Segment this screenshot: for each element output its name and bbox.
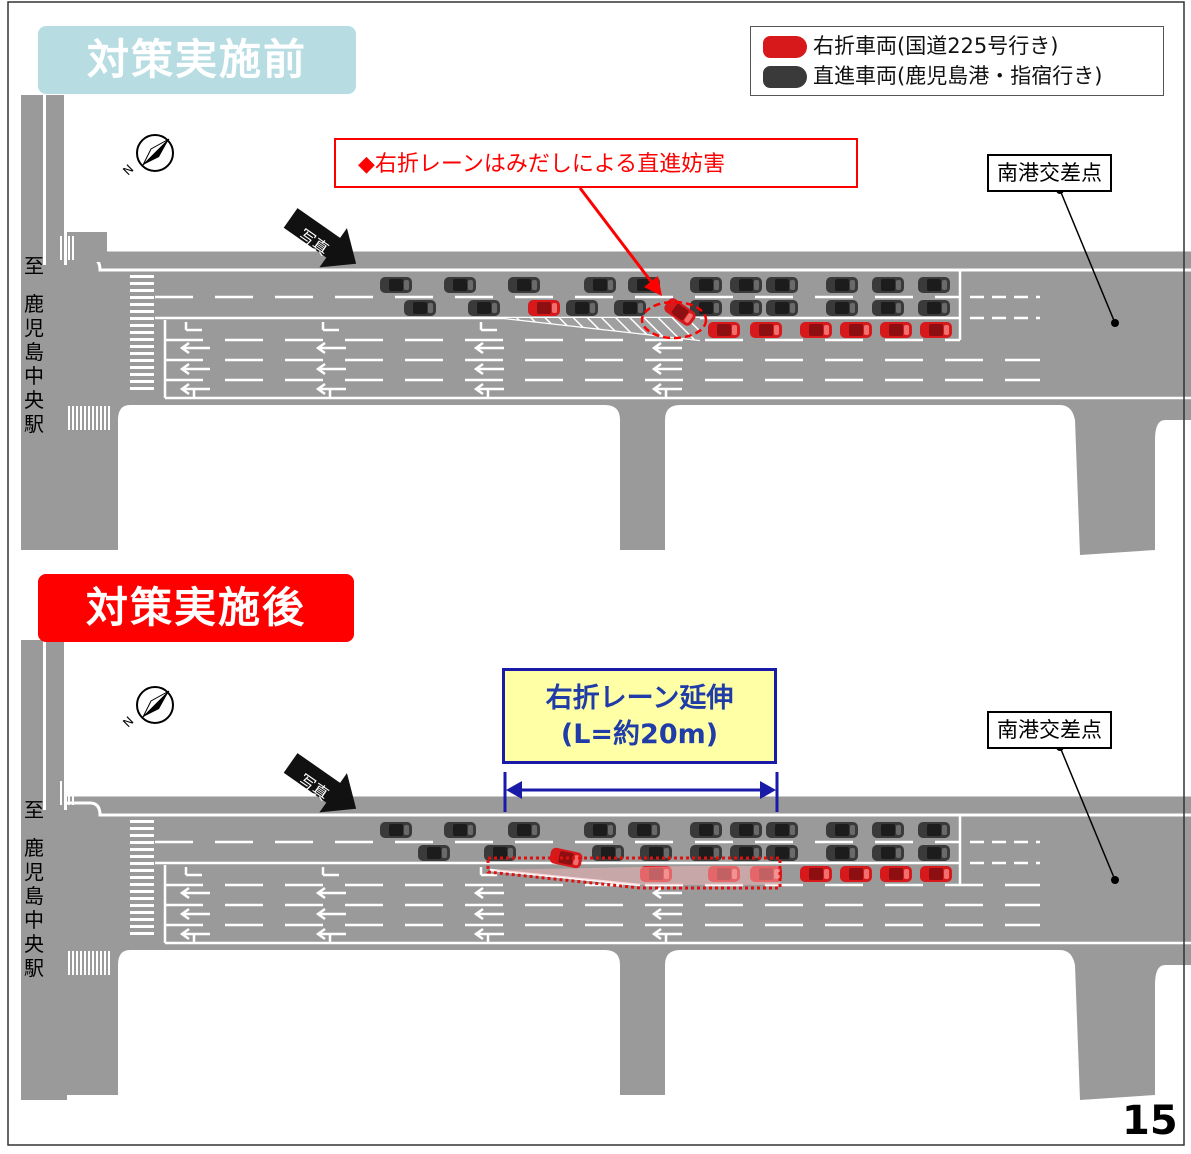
page-number: 15 bbox=[1122, 1098, 1178, 1144]
intersection-label-after: 南港交差点 bbox=[987, 711, 1112, 749]
problem-pointer-arrow bbox=[578, 187, 658, 289]
extension-dimension-arrow bbox=[503, 772, 779, 812]
legend-item-right-turn: 右折車両(国道225号行き) bbox=[763, 31, 1058, 61]
crosswalk-before bbox=[60, 236, 154, 430]
road-map-before bbox=[17, 95, 1191, 555]
legend: 右折車両(国道225号行き) 直進車両(鹿児島港・指宿行き) bbox=[750, 26, 1164, 96]
destination-to: 至 bbox=[24, 798, 44, 822]
dark-car-icon bbox=[763, 66, 807, 88]
legend-label-right-turn: 右折車両(国道225号行き) bbox=[813, 34, 1059, 58]
road-map-after bbox=[17, 640, 1191, 1100]
north-label: N bbox=[120, 714, 136, 730]
red-car-icon bbox=[763, 36, 807, 58]
problem-note-box: ◆右折レーンはみだしによる直進妨害 bbox=[334, 138, 858, 188]
title-after-measures: 対策実施後 bbox=[38, 574, 354, 642]
extension-label-box: 右折レーン延伸 (L=約20m) bbox=[502, 668, 777, 764]
north-label: N bbox=[120, 162, 136, 178]
photo-direction-arrow-before bbox=[283, 208, 357, 268]
north-arrow-icon bbox=[136, 686, 174, 724]
destination-station: 鹿児島中央駅 bbox=[24, 292, 44, 436]
title-before-measures: 対策実施前 bbox=[38, 26, 356, 94]
extension-title: 右折レーン延伸 bbox=[545, 683, 734, 714]
legend-label-straight: 直進車両(鹿児島港・指宿行き) bbox=[813, 64, 1103, 88]
destination-label-before: 至 鹿児島中央駅 bbox=[22, 254, 46, 436]
extension-length: (L=約20m) bbox=[560, 719, 719, 750]
destination-to: 至 bbox=[24, 254, 44, 278]
problem-highlight-ellipse bbox=[640, 300, 708, 340]
photo-direction-arrow-after bbox=[283, 753, 357, 813]
legend-item-straight: 直進車両(鹿児島港・指宿行き) bbox=[763, 61, 1102, 91]
intersection-label-before: 南港交差点 bbox=[987, 154, 1112, 192]
north-arrow-icon bbox=[136, 134, 174, 172]
destination-station: 鹿児島中央駅 bbox=[24, 836, 44, 980]
extended-lane-highlight bbox=[486, 856, 782, 890]
destination-label-after: 至 鹿児島中央駅 bbox=[22, 798, 46, 980]
